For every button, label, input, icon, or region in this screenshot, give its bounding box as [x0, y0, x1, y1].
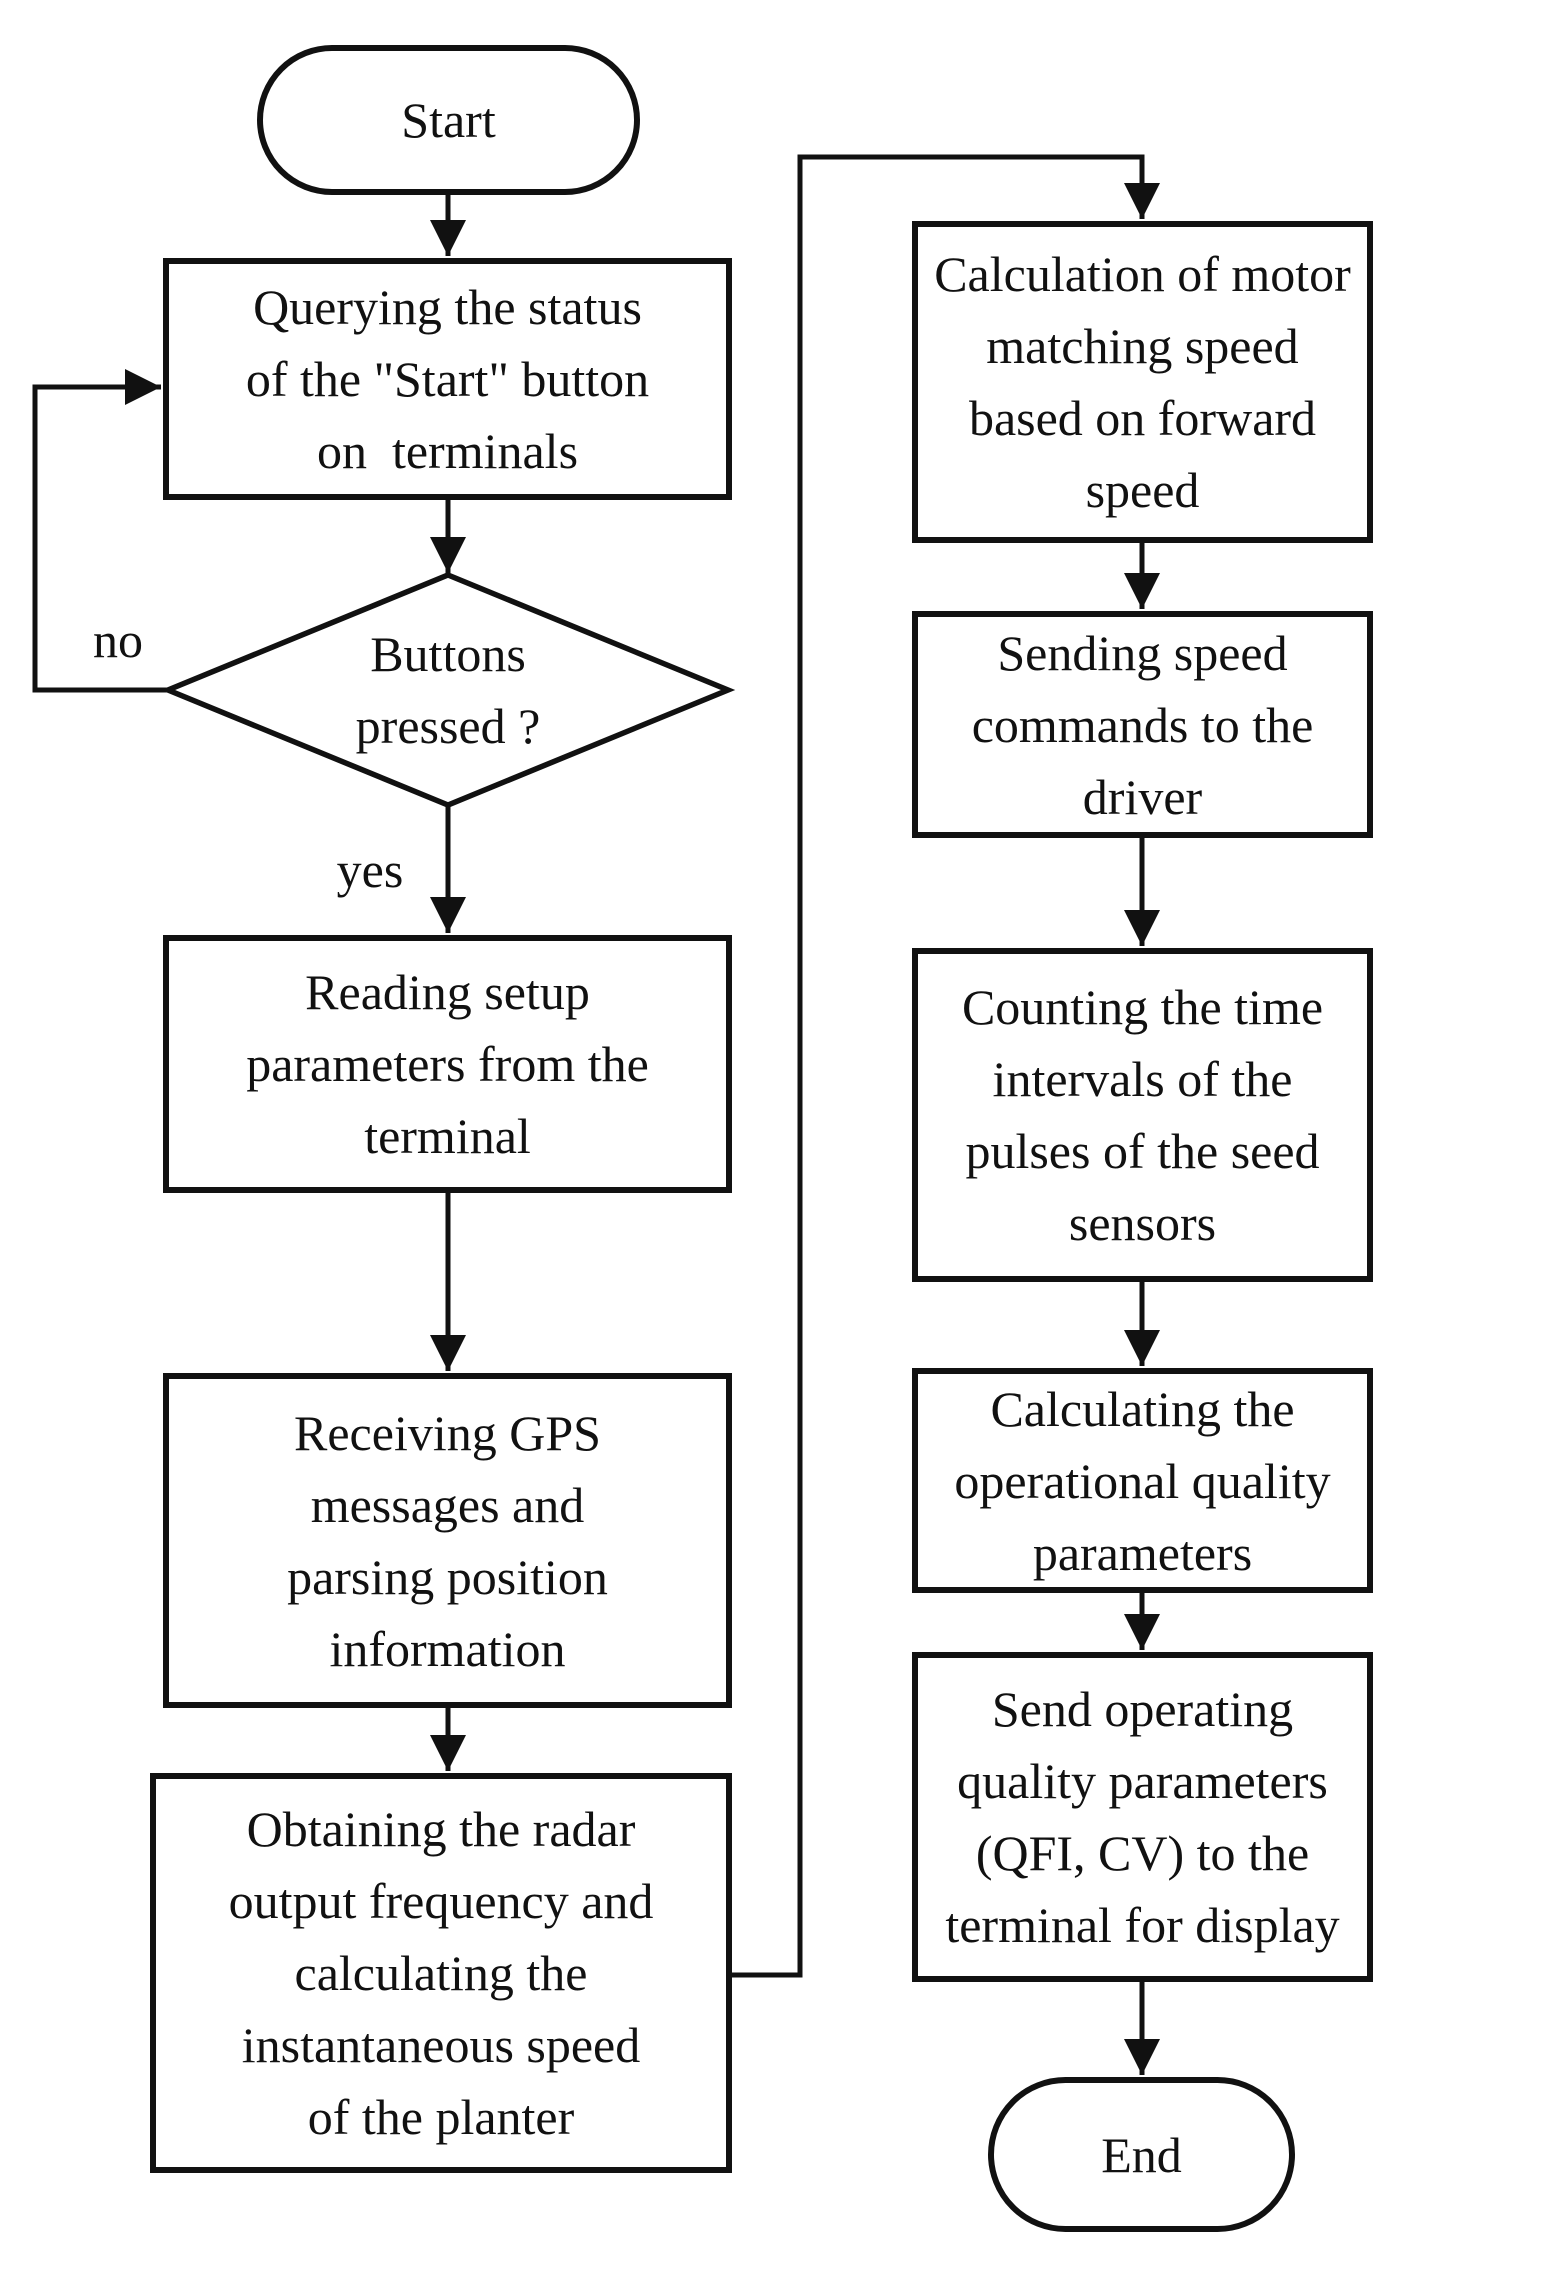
counting-time-intervals-process: Counting the time intervals of the pulse…	[912, 948, 1373, 1282]
edge-radar-to-motor-connector	[732, 154, 1160, 1978]
end-terminator: End	[988, 2077, 1295, 2232]
start-terminator: Start	[257, 45, 640, 195]
motor-matching-speed-process: Calculation of motor matching speed base…	[912, 221, 1373, 543]
sending-speed-commands-process: Sending speed commands to the driver	[912, 611, 1373, 838]
calculating-quality-parameters-process: Calculating the operational quality para…	[912, 1368, 1373, 1593]
edge-decision-no-loop	[32, 369, 168, 693]
no-edge-label: no	[93, 612, 143, 668]
obtaining-radar-frequency-process: Obtaining the radar output frequency and…	[150, 1773, 732, 2173]
reading-setup-parameters-process: Reading setup parameters from the termin…	[163, 935, 732, 1193]
receiving-gps-messages-process: Receiving GPS messages and parsing posit…	[163, 1373, 732, 1708]
yes-edge-label: yes	[336, 842, 404, 898]
send-quality-parameters-process: Send operating quality parameters (QFI, …	[912, 1652, 1373, 1982]
querying-status-process: Querying the status of the "Start" butto…	[163, 258, 732, 500]
buttons-pressed-decision-label: Buttons pressed ?	[355, 626, 541, 754]
